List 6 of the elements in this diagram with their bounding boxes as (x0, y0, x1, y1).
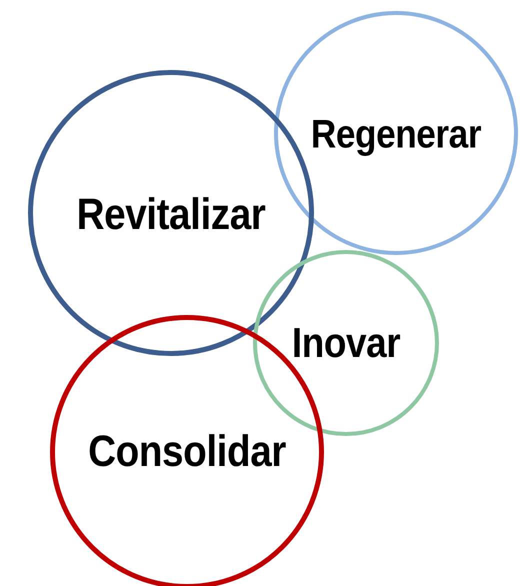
circle-outline (253, 250, 439, 436)
circle-label: Inovar (292, 319, 400, 367)
circle-outline (274, 11, 518, 255)
circle-label: Revitalizar (76, 190, 266, 240)
circle-label: Regenerar (310, 112, 482, 158)
circle-label: Consolidar (88, 427, 286, 477)
